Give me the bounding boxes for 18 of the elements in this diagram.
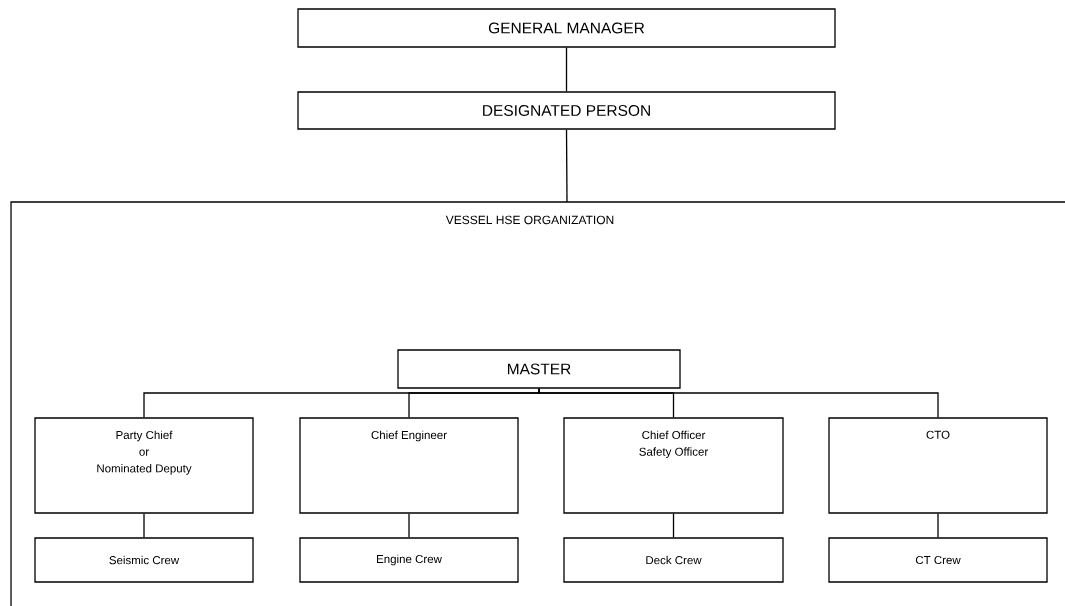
connector-line (143, 513, 145, 538)
crew-box: CT Crew (828, 537, 1048, 583)
role-box: CTO (828, 417, 1048, 514)
crew-box: Deck Crew (563, 537, 784, 583)
connector-line (565, 129, 568, 203)
title-box: DESIGNATED PERSON (297, 91, 836, 130)
title-box: GENERAL MANAGER (297, 8, 836, 48)
connector-line (538, 388, 939, 418)
connector-line (672, 513, 675, 538)
role-box: Chief Officer Safety Officer (563, 417, 784, 514)
crew-box: Engine Crew (299, 537, 519, 583)
role-box: Chief Engineer (299, 417, 519, 514)
connector-line (408, 513, 410, 538)
role-box: Party Chief or Nominated Deputy (34, 417, 254, 514)
crew-box: Seismic Crew (34, 537, 254, 583)
connector-line (937, 513, 939, 538)
connector-line (565, 47, 568, 92)
title-box: MASTER (397, 349, 681, 389)
